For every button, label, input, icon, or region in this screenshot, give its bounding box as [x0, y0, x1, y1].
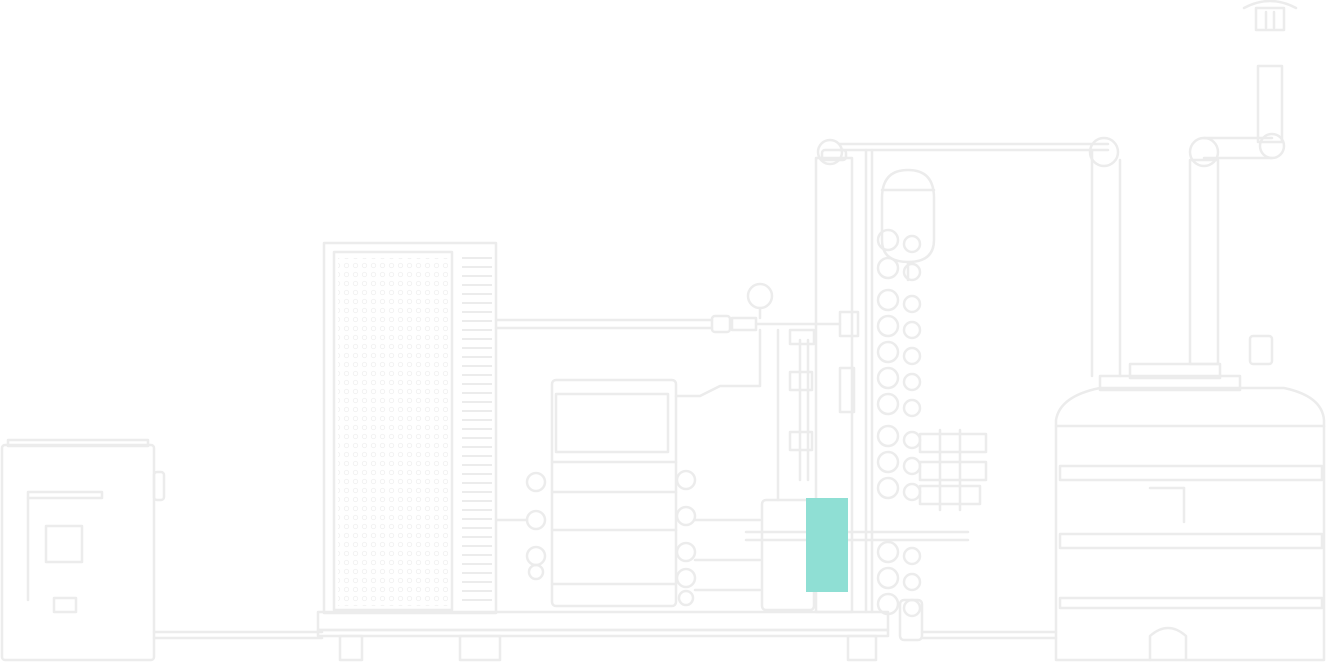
valve-icon — [902, 372, 922, 392]
valve-icon — [902, 320, 922, 340]
valve-icon — [902, 482, 922, 502]
valve-icon — [876, 340, 900, 364]
valve-icon — [902, 294, 922, 314]
valve-icon — [876, 288, 900, 312]
valve-icon — [876, 566, 900, 590]
valve-icon — [876, 314, 900, 338]
valve-icon — [876, 256, 900, 280]
flue-chimney[interactable] — [1188, 0, 1298, 366]
boiler-unit-left[interactable] — [0, 438, 166, 662]
fin-stack — [462, 257, 492, 601]
valve-icon — [902, 234, 922, 254]
heat-exchanger-panel[interactable] — [316, 241, 890, 662]
valve-icon — [876, 392, 900, 416]
valve-icon — [902, 456, 922, 476]
valve-icon — [902, 346, 922, 366]
feed-pipe-top — [494, 282, 842, 334]
valve-icon — [902, 262, 922, 282]
storage-tank-large[interactable] — [1054, 136, 1326, 662]
return-pipe-bottom — [152, 630, 324, 640]
expansion-vessel[interactable] — [880, 168, 936, 282]
buffer-tank-small[interactable] — [494, 328, 762, 608]
valve-icon — [876, 476, 900, 500]
valve-icon — [876, 366, 900, 390]
valve-manifold[interactable] — [744, 138, 1110, 642]
valve-icon — [876, 592, 900, 616]
valve-icon — [876, 450, 900, 474]
valve-icon — [902, 598, 922, 618]
valve-icon — [902, 546, 922, 566]
valve-icon — [876, 540, 900, 564]
valve-icon — [902, 430, 922, 450]
valve-stack — [876, 228, 922, 618]
valve-icon — [902, 572, 922, 592]
valve-icon — [876, 424, 900, 448]
valve-icon — [876, 228, 900, 252]
pump-module[interactable] — [806, 498, 848, 592]
valve-icon — [902, 398, 922, 418]
